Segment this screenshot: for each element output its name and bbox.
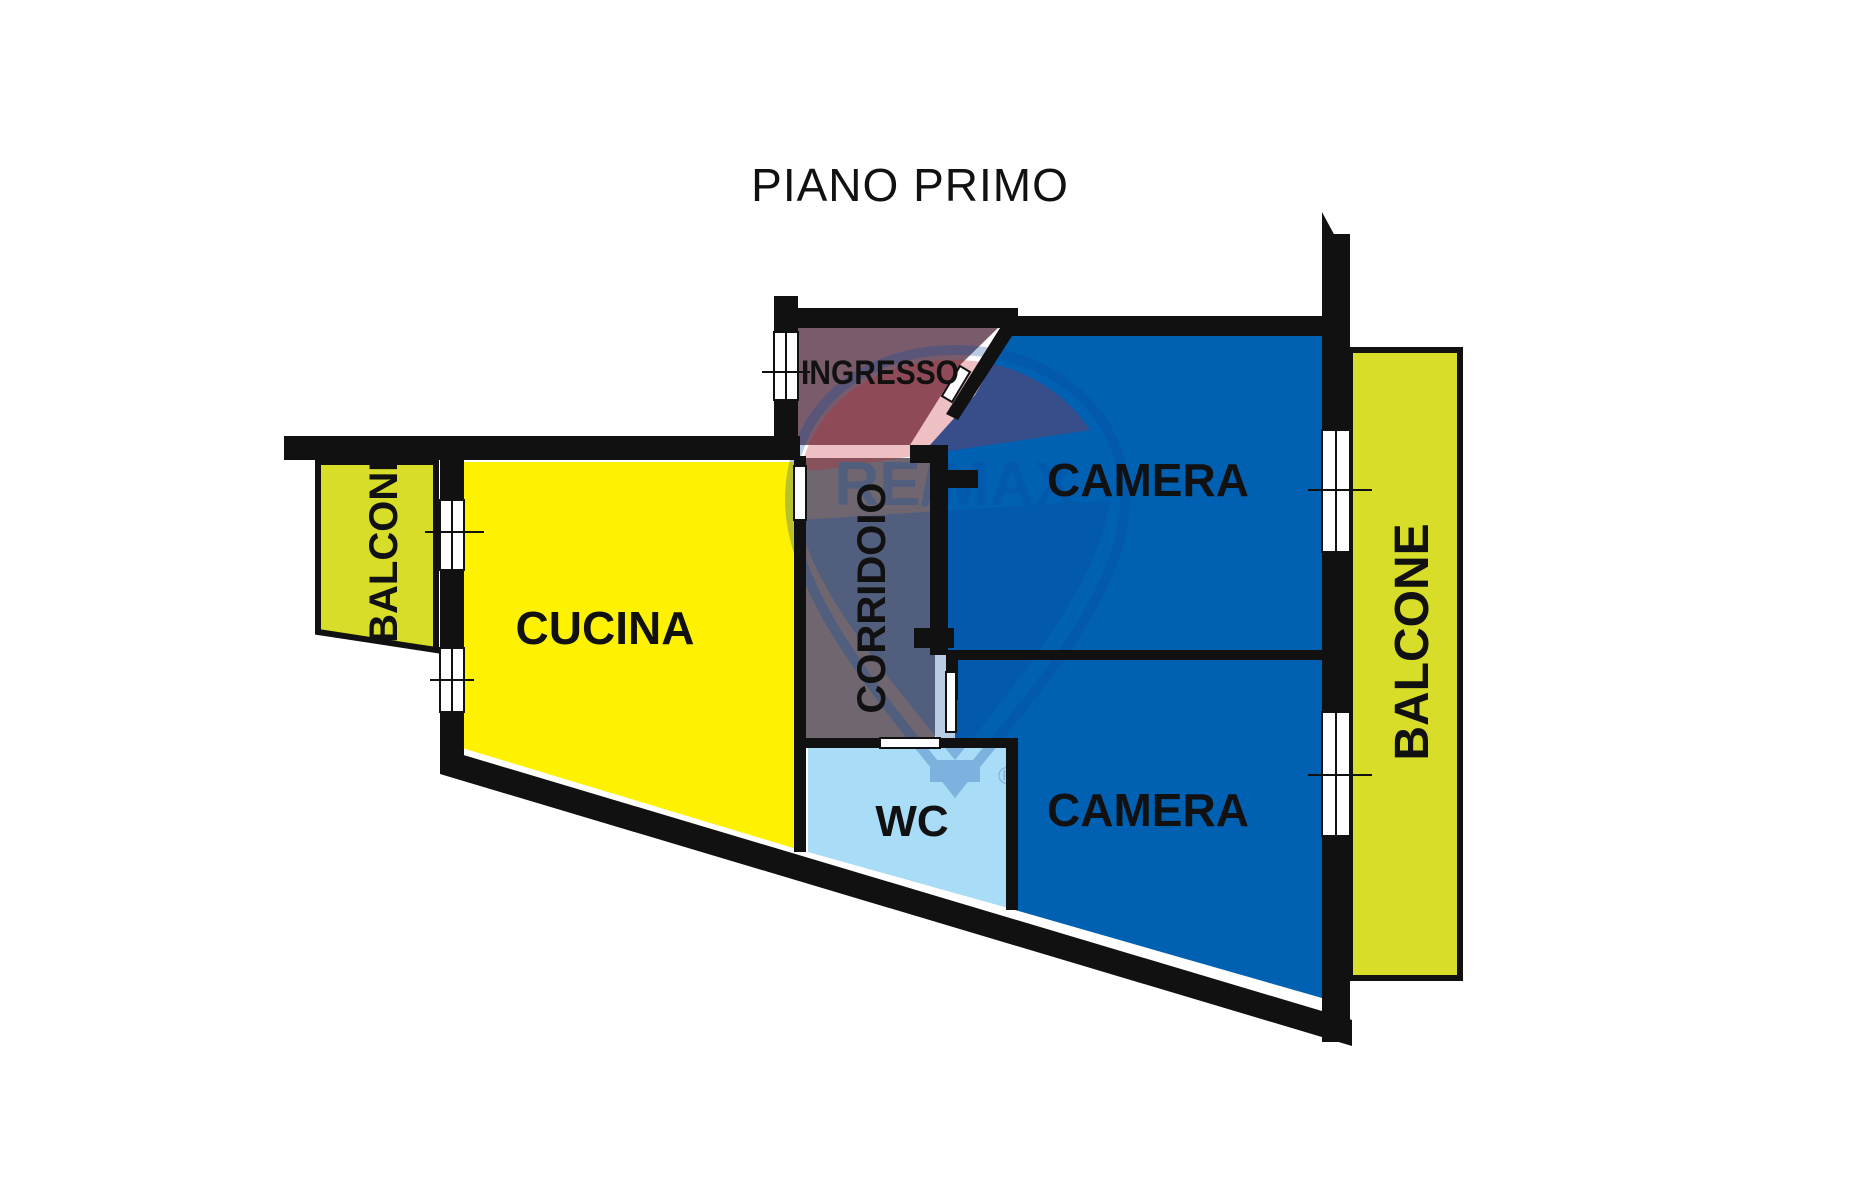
plan-title: PIANO PRIMO (751, 159, 1069, 211)
ingresso-area (795, 326, 1000, 445)
walls (284, 212, 1352, 1046)
balcone-left-area (315, 459, 439, 654)
label-cucina: CUCINA (516, 602, 695, 654)
door-ingresso (940, 364, 972, 404)
door-camera-bottom (945, 671, 957, 733)
windows (425, 331, 1372, 837)
label-camera-top: CAMERA (1047, 454, 1249, 506)
label-camera-bottom: CAMERA (1047, 784, 1249, 836)
cucina-area (462, 462, 800, 850)
wc-area (808, 748, 1008, 908)
door-wc (879, 737, 941, 749)
corridoio-area (800, 458, 935, 740)
remax-watermark: RE/MAX ® (784, 344, 1131, 799)
camera-bottom-area (955, 660, 1322, 998)
door-cucina (793, 465, 807, 521)
label-balcone-right: BALCONE (1386, 523, 1439, 760)
camera-top-area (930, 334, 1322, 652)
label-wc: WC (875, 797, 948, 846)
label-ingresso: INGRESSO (801, 353, 959, 391)
label-balcone-left: BALCONE (362, 445, 406, 643)
label-corridoio: CORRIDOIO (850, 482, 894, 713)
